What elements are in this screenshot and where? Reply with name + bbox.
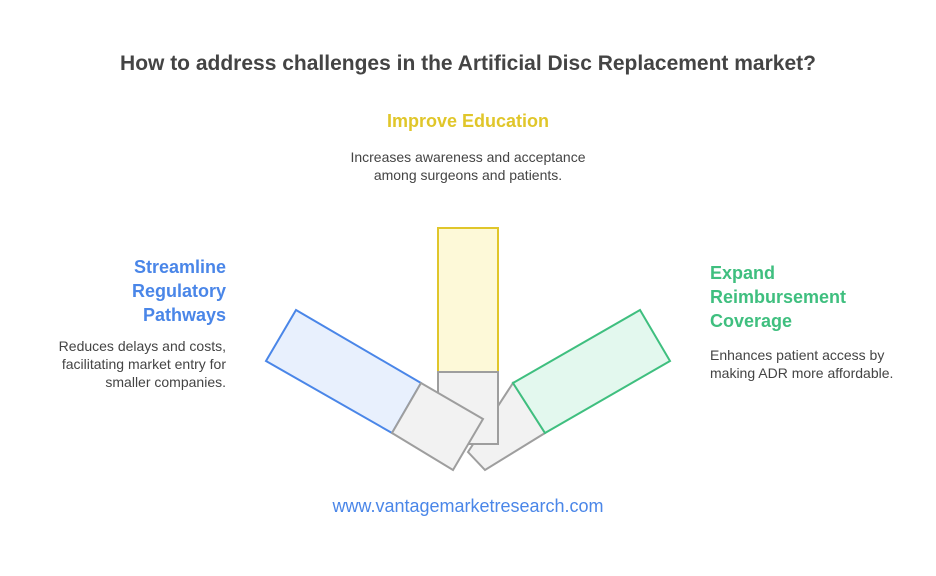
- description-streamline-regulatory-pathways: Reduces delays and costs, facilitating m…: [58, 338, 226, 390]
- description-expand-reimbursement-coverage: Enhances patient access by making ADR mo…: [710, 347, 894, 381]
- arm-right-bar: [511, 308, 672, 435]
- source-url: www.vantagemarketresearch.com: [332, 496, 604, 516]
- heading-streamline-regulatory-pathways: Streamline Regulatory Pathways: [131, 257, 226, 325]
- description-improve-education: Increases awareness and acceptance among…: [350, 149, 586, 183]
- heading-expand-reimbursement-coverage: Expand Reimbursement Coverage: [710, 263, 847, 331]
- page-title: How to address challenges in the Artific…: [120, 52, 816, 75]
- arm-left-base: [390, 381, 485, 472]
- arm-left-bar: [264, 308, 423, 435]
- arm-left: [264, 308, 485, 472]
- arm-top: [437, 227, 499, 445]
- arm-top-bar: [437, 227, 499, 373]
- heading-improve-education: Improve Education: [386, 111, 550, 131]
